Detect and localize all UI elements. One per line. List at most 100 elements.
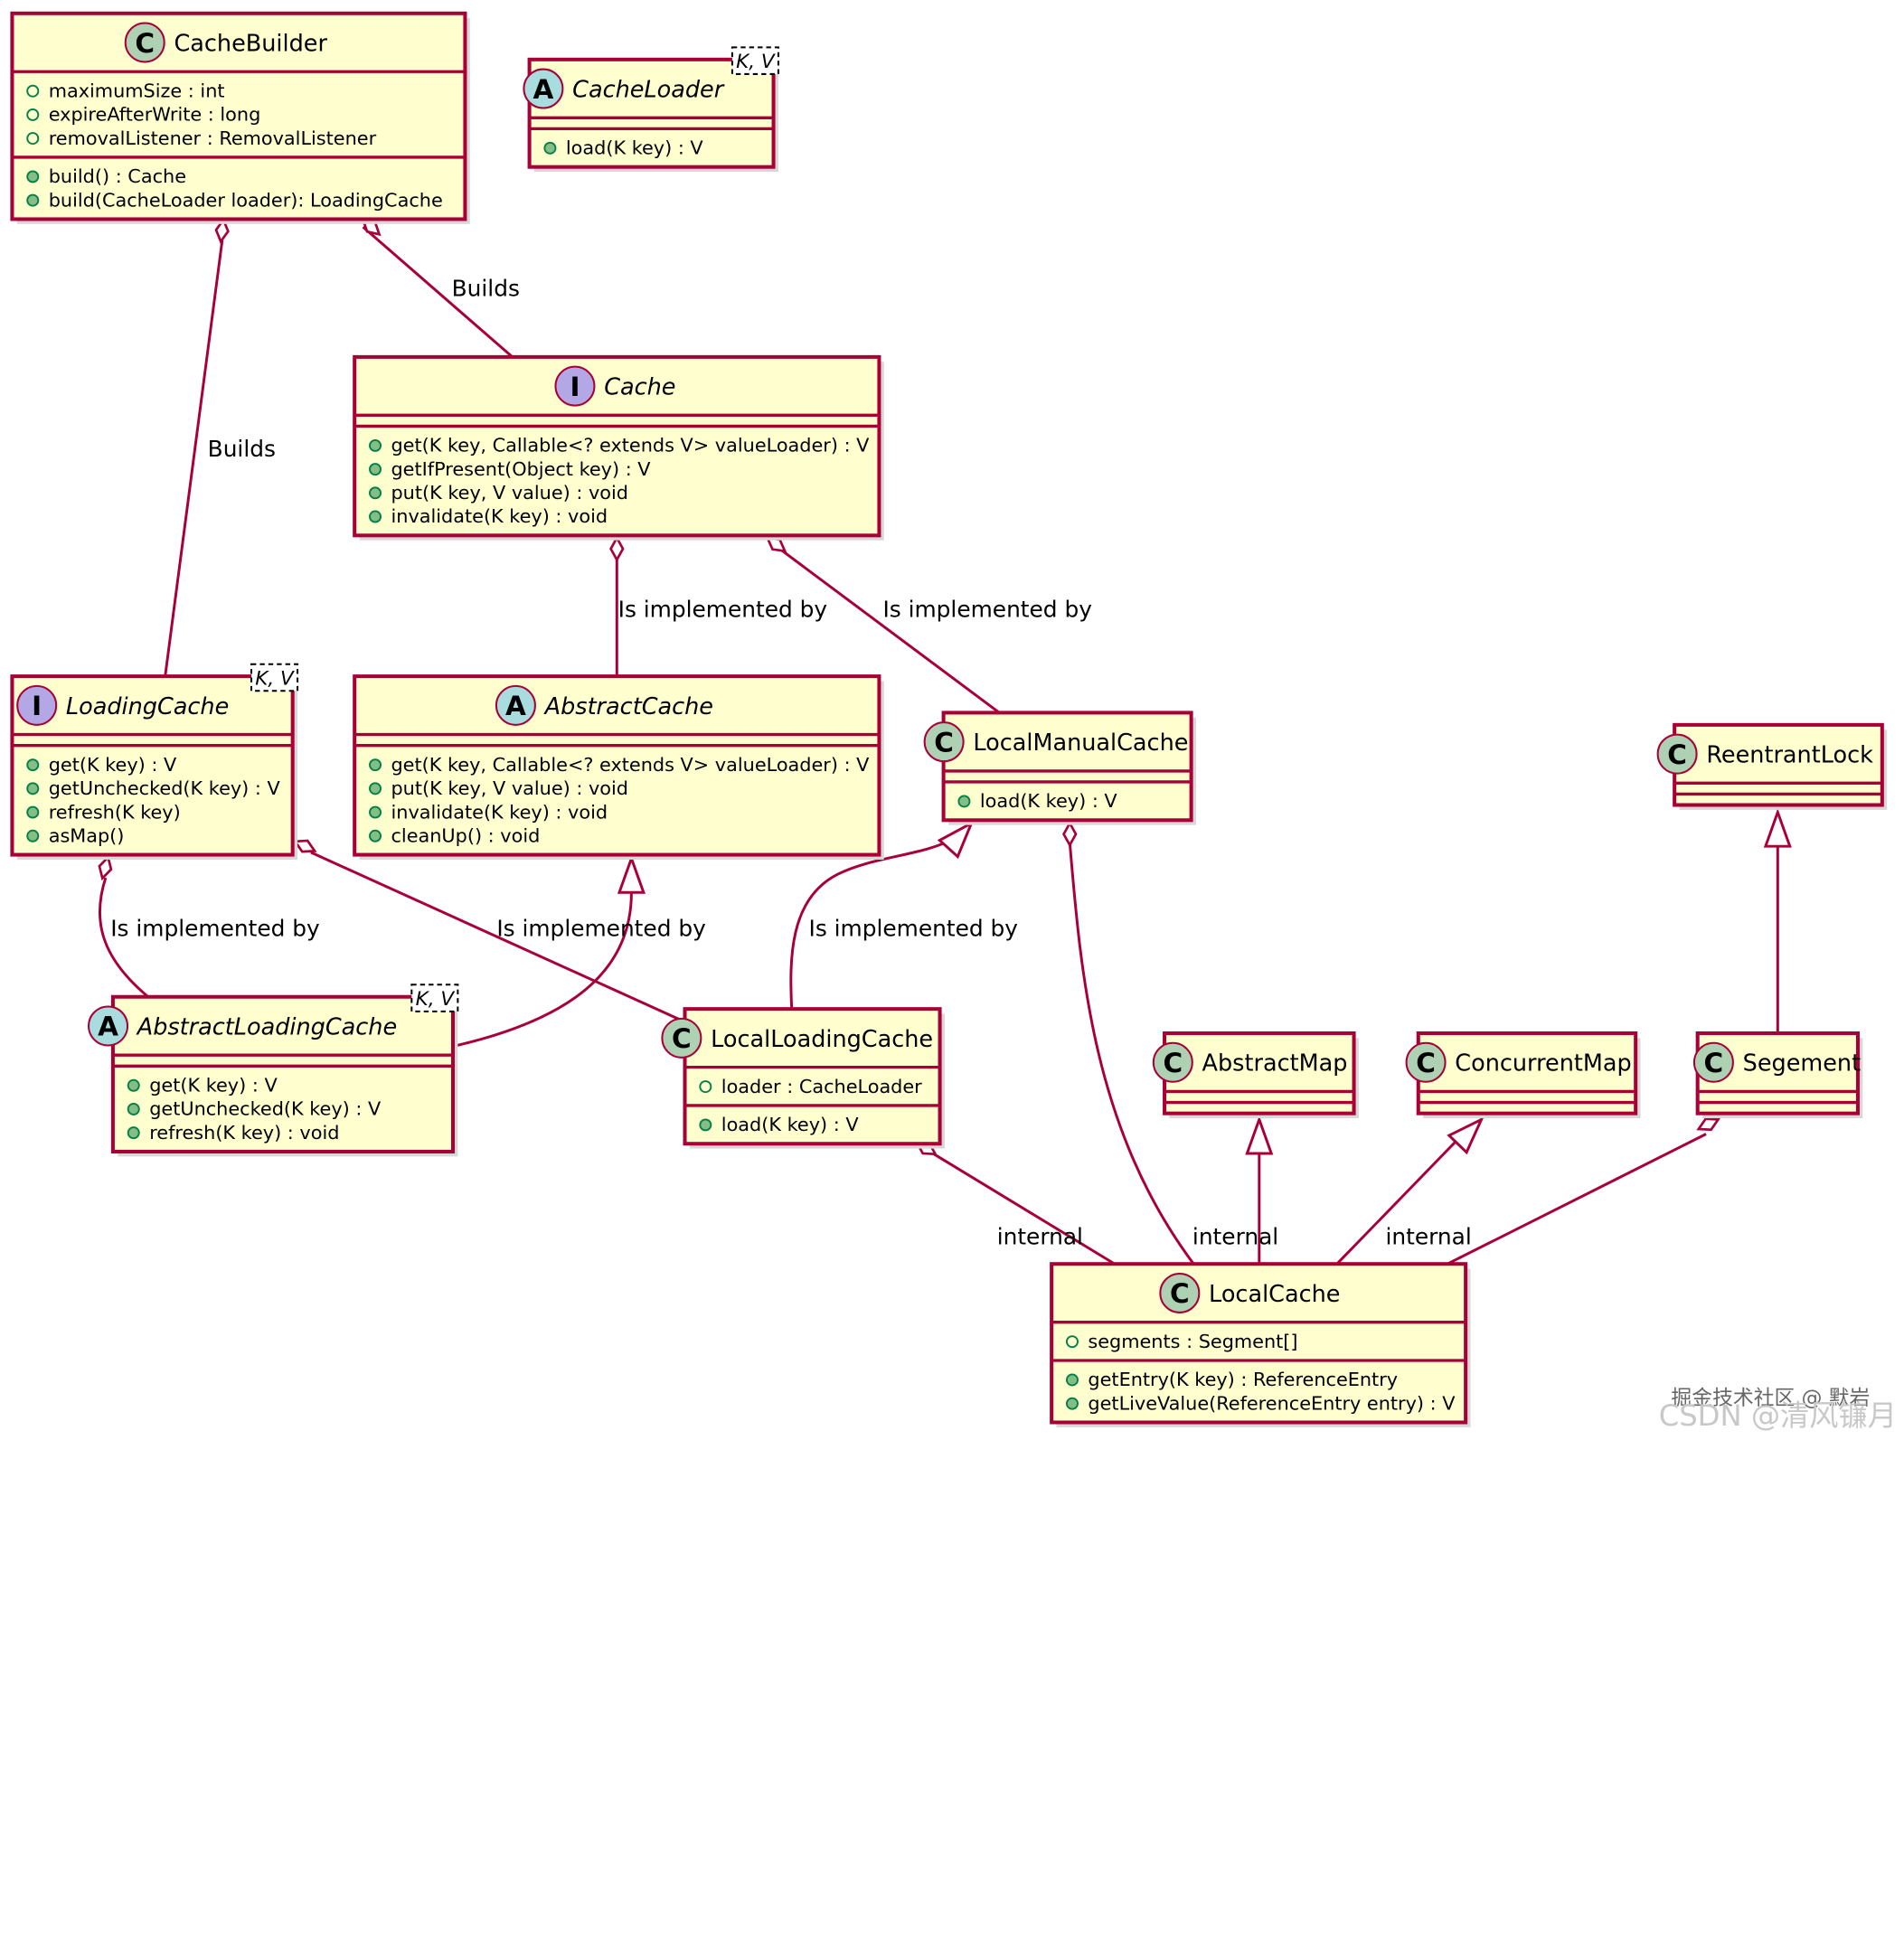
edge-abstract-cache-generalization bbox=[451, 892, 633, 1049]
public-method-icon bbox=[369, 486, 382, 500]
method: build(CacheLoader loader): LoadingCache bbox=[49, 189, 443, 211]
method: invalidate(K key) : void bbox=[391, 505, 608, 527]
public-method-icon bbox=[369, 758, 382, 772]
class-name: CacheLoader bbox=[572, 76, 725, 103]
stereotype-letter: C bbox=[1667, 739, 1687, 770]
class-name: AbstractLoadingCache bbox=[136, 1013, 397, 1040]
method: put(K key, V value) : void bbox=[391, 777, 628, 799]
method: load(K key) : V bbox=[721, 1114, 860, 1135]
method: get(K key) : V bbox=[49, 754, 177, 776]
stereotype-letter: I bbox=[32, 691, 42, 721]
public-method-icon bbox=[26, 805, 40, 819]
stereotype-a-icon bbox=[88, 1005, 129, 1047]
generalization-arrow bbox=[617, 854, 646, 894]
generic-params: K, V bbox=[736, 51, 776, 73]
edge-segement-local-cache bbox=[1447, 1133, 1707, 1266]
stereotype-c-icon bbox=[1656, 733, 1698, 775]
edge-concurrent-map-local-cache bbox=[1335, 1140, 1457, 1266]
stereotype-c-icon bbox=[923, 721, 965, 763]
method: invalidate(K key) : void bbox=[391, 801, 608, 823]
stereotype-letter: C bbox=[1170, 1278, 1190, 1309]
class-name: Cache bbox=[604, 374, 675, 401]
stereotype-letter: C bbox=[1163, 1048, 1183, 1078]
public-method-icon bbox=[26, 758, 40, 772]
generalization-arrow bbox=[1245, 1115, 1274, 1155]
edge-label-internal-3: internal bbox=[1385, 1224, 1471, 1250]
public-method-icon bbox=[369, 510, 382, 523]
method: put(K key, V value) : void bbox=[391, 482, 628, 504]
generalization-arrow bbox=[937, 820, 975, 860]
stereotype-letter: A bbox=[98, 1012, 118, 1042]
generalization-arrow bbox=[1763, 808, 1792, 848]
field: maximumSize : int bbox=[49, 80, 225, 101]
public-field-icon bbox=[26, 108, 40, 121]
generic-params: K, V bbox=[255, 668, 295, 691]
class-name: LocalLoadingCache bbox=[711, 1026, 933, 1053]
class-name: AbstractCache bbox=[543, 693, 713, 720]
class-box bbox=[353, 354, 881, 538]
class-box bbox=[1050, 1262, 1468, 1425]
class-name: Segement bbox=[1743, 1050, 1861, 1078]
class-name: ConcurrentMap bbox=[1455, 1050, 1631, 1078]
method: get(K key) : V bbox=[149, 1074, 278, 1096]
public-method-icon bbox=[699, 1118, 712, 1132]
edge-builds-loading-cache bbox=[164, 240, 224, 677]
generic-params-box bbox=[730, 46, 779, 75]
edge-manual-local-cache bbox=[1068, 842, 1195, 1266]
class-name: LocalCache bbox=[1209, 1281, 1340, 1308]
method: getUnchecked(K key) : V bbox=[49, 777, 281, 799]
stereotype-letter: I bbox=[570, 372, 580, 402]
method: load(K key) : V bbox=[980, 790, 1118, 812]
field: segments : Segment[] bbox=[1088, 1331, 1297, 1352]
public-method-icon bbox=[26, 829, 40, 842]
class-box bbox=[527, 57, 776, 169]
public-method-icon bbox=[369, 782, 382, 795]
edge-label-builds-cache: Builds bbox=[452, 276, 520, 302]
edge-loading-abstract-loading bbox=[99, 877, 149, 998]
public-method-icon bbox=[957, 795, 971, 808]
public-field-icon bbox=[699, 1080, 712, 1094]
public-field-icon bbox=[1065, 1335, 1079, 1349]
edge-label-builds-loading: Builds bbox=[208, 436, 276, 462]
public-method-icon bbox=[26, 782, 40, 795]
public-field-icon bbox=[26, 132, 40, 146]
watermark-csdn: CSDN @清风镰月 bbox=[1659, 1398, 1897, 1433]
edge-label-cache-to-manual: Is implemented by bbox=[882, 596, 1091, 622]
stereotype-letter: A bbox=[505, 691, 526, 721]
public-field-icon bbox=[26, 84, 40, 98]
method: refresh(K key) bbox=[49, 801, 181, 823]
public-method-icon bbox=[369, 829, 382, 842]
method: asMap() bbox=[49, 824, 125, 846]
stereotype-a-icon bbox=[495, 684, 536, 726]
public-method-icon bbox=[127, 1102, 140, 1115]
generalization-arrow bbox=[1447, 1116, 1485, 1155]
method: cleanUp() : void bbox=[391, 824, 540, 846]
edge-cache-local-manual-cache bbox=[778, 547, 1001, 714]
public-method-icon bbox=[1065, 1373, 1079, 1387]
aggregation-diamond bbox=[1062, 820, 1078, 848]
edge-local-loading-local-cache bbox=[928, 1150, 1116, 1266]
stereotype-letter: A bbox=[533, 74, 553, 105]
edge-label-internal-2: internal bbox=[1192, 1224, 1278, 1250]
class-box bbox=[110, 994, 455, 1153]
stereotype-c-icon bbox=[661, 1017, 702, 1059]
class-name: CacheBuilder bbox=[174, 30, 327, 57]
edge-manual-local-loading-generalization bbox=[789, 836, 957, 1010]
class-cache: I Cache get(K key, Callable<? extends V> v… bbox=[353, 354, 884, 541]
method: getIfPresent(Object key) : V bbox=[391, 458, 651, 480]
public-method-icon bbox=[543, 141, 557, 155]
method: build() : Cache bbox=[49, 165, 186, 187]
method: refresh(K key) : void bbox=[149, 1122, 339, 1144]
method: get(K key, Callable<? extends V> valueLo… bbox=[391, 435, 870, 457]
stereotype-i-icon bbox=[554, 365, 596, 407]
public-method-icon bbox=[369, 438, 382, 452]
